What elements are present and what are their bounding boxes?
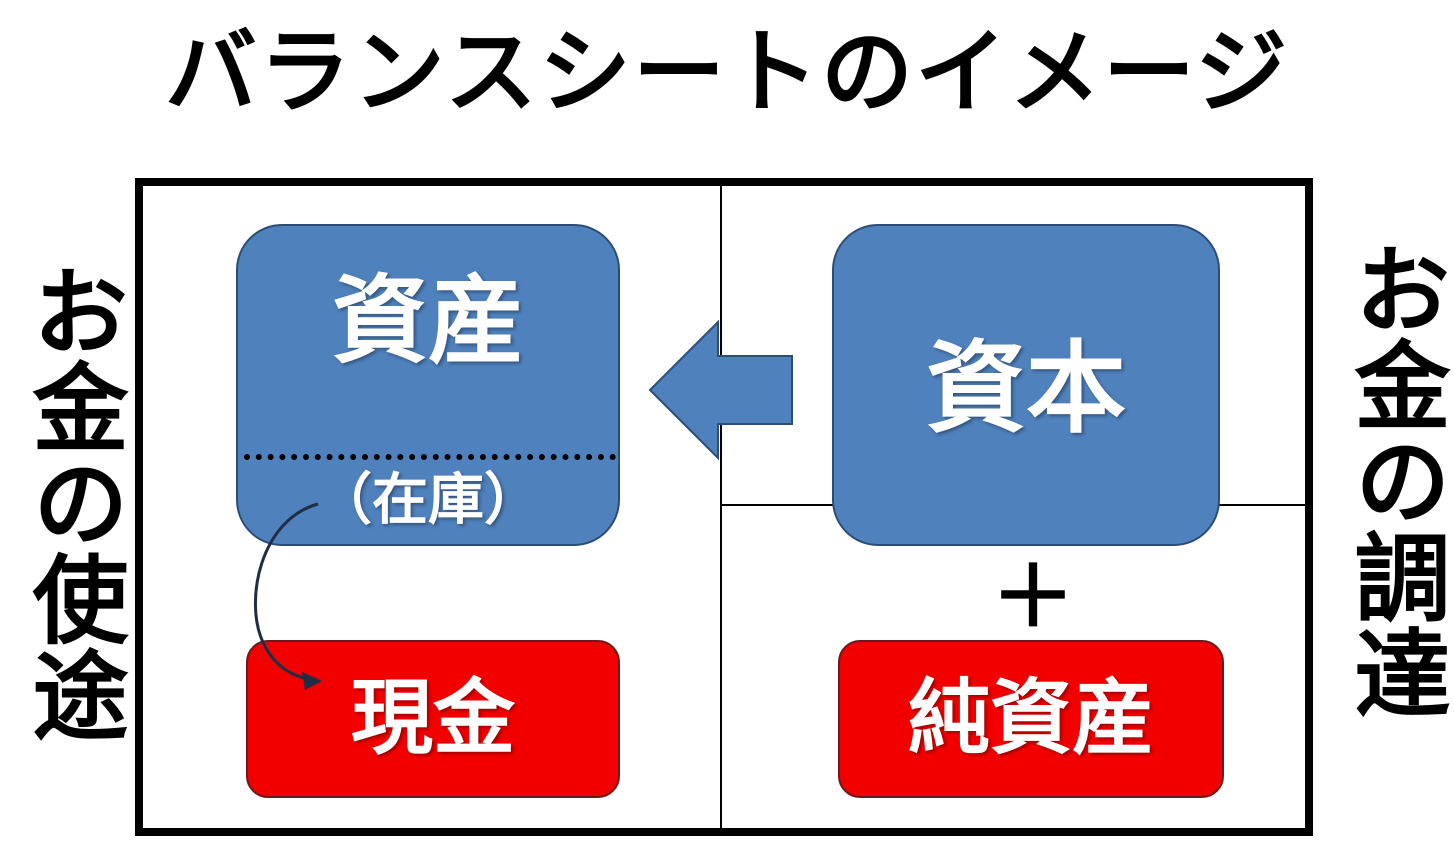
inventory-to-cash-arrowhead-icon (302, 672, 322, 690)
left-side-label: お金の使途 (16, 262, 128, 742)
center-divider (720, 186, 722, 828)
inventory-label: （在庫） (316, 468, 540, 533)
cash-box: 現金 (246, 640, 620, 798)
capital-box: 資本 (832, 224, 1220, 546)
net-assets-box: 純資産 (838, 640, 1224, 798)
cash-label: 現金 (350, 671, 515, 766)
inventory-divider (244, 454, 616, 460)
asset-box: 資産 （在庫） (236, 224, 620, 546)
plus-sign: ＋ (990, 548, 1075, 646)
funding-arrow-icon (648, 319, 793, 461)
inventory-to-cash-arrow-icon (254, 502, 319, 682)
net-assets-label: 純資産 (907, 671, 1154, 766)
capital-label: 資本 (926, 330, 1126, 447)
page-title: バランスシートのイメージ (164, 19, 1290, 126)
right-side-label: お金の調達 (1338, 240, 1450, 720)
balance-sheet-frame (135, 178, 1313, 836)
asset-label: 資産 (332, 265, 524, 377)
